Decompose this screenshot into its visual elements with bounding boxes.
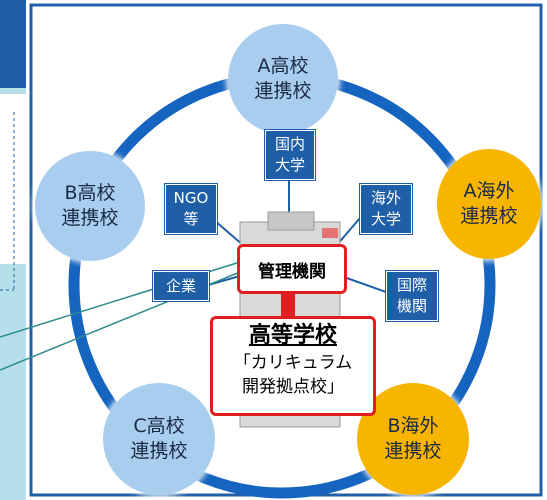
left-panel-inner — [0, 94, 26, 264]
b-school-line1: B高校 — [64, 182, 116, 204]
company-line1: 企業 — [165, 276, 196, 295]
overseas-univ-box: 海外 大学 — [360, 184, 412, 234]
a-overseas-line2: 連携校 — [460, 205, 518, 227]
admin-label: 管理機関 — [258, 261, 326, 282]
international-line1: 国際 — [396, 276, 427, 294]
c-school-node: C高校 連携校 — [103, 383, 215, 495]
domestic-univ-line1: 国内 — [274, 135, 305, 153]
school-title: 高等学校 — [248, 323, 337, 348]
domestic-univ-box: 国内 大学 — [265, 130, 315, 180]
company-box: 企業 — [153, 271, 209, 301]
left-panel-header — [0, 0, 26, 88]
b-overseas-line1: B海外 — [387, 415, 439, 437]
overseas-univ-line1: 海外 — [370, 189, 401, 207]
ngo-box: NGO 等 — [165, 184, 217, 234]
ngo-line2: 等 — [183, 210, 199, 228]
connector-ngo — [213, 219, 245, 247]
school-sub-line2: 開発拠点校」 — [242, 377, 344, 397]
a-school-node: A高校 連携校 — [228, 24, 338, 134]
c-school-line1: C高校 — [133, 415, 185, 437]
building-flag — [322, 228, 338, 238]
b-school-node: B高校 連携校 — [35, 151, 145, 261]
international-box: 国際 機関 — [386, 271, 438, 321]
admin-school-link — [281, 289, 295, 317]
a-school-line2: 連携校 — [254, 80, 312, 102]
building-roof — [267, 211, 315, 231]
b-overseas-line2: 連携校 — [384, 440, 442, 462]
domestic-univ-line2: 大学 — [274, 156, 305, 174]
school-sub-line1: 「カリキュラム — [233, 353, 353, 373]
international-line2: 機関 — [396, 297, 427, 315]
school-box: 高等学校 「カリキュラム 開発拠点校」 — [210, 316, 376, 416]
a-school-line1: A高校 — [257, 55, 309, 77]
c-school-line2: 連携校 — [130, 440, 188, 462]
a-overseas-line1: A海外 — [463, 180, 515, 202]
ngo-line1: NGO — [173, 189, 209, 207]
connector-international — [340, 275, 387, 293]
a-overseas-node: A海外 連携校 — [437, 149, 541, 259]
overseas-univ-line2: 大学 — [370, 210, 401, 228]
admin-box: 管理機関 — [237, 244, 347, 294]
b-school-line2: 連携校 — [61, 207, 119, 229]
